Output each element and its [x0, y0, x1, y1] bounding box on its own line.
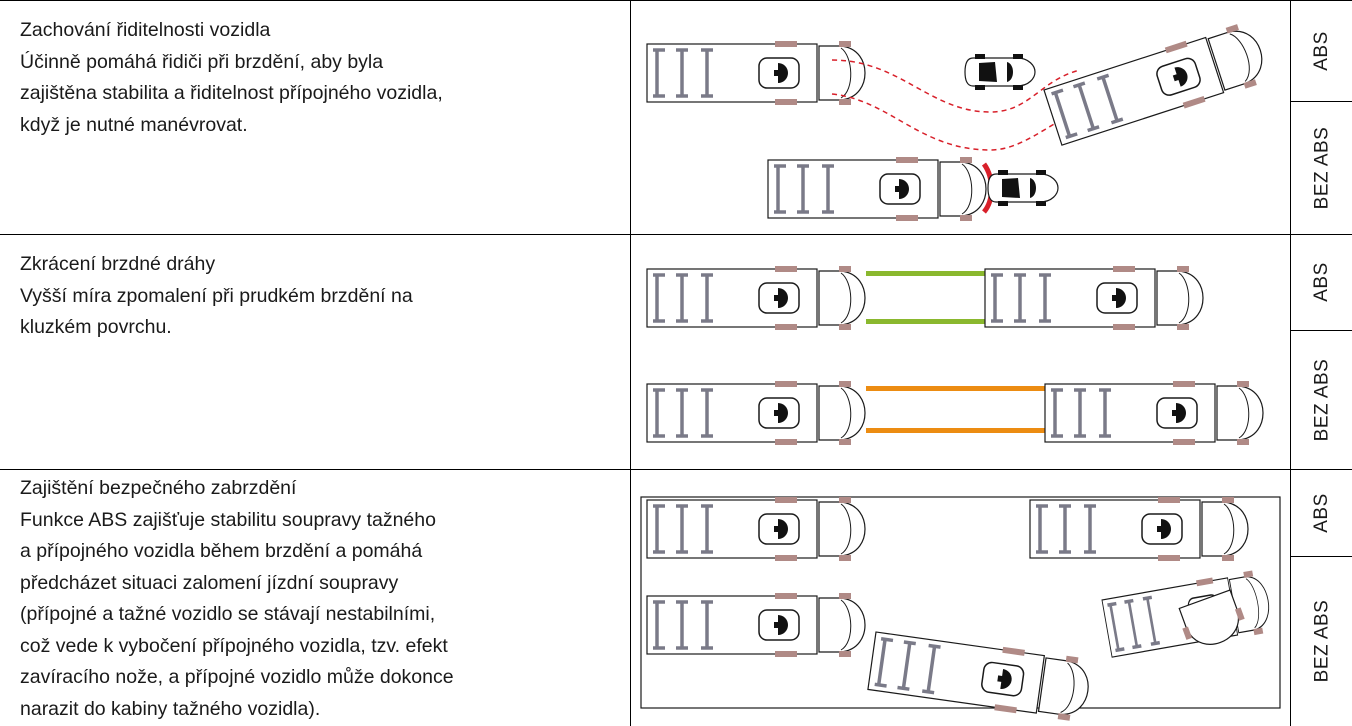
- row-3-text: Zajištění bezpečného zabrzdění Funkce AB…: [20, 473, 620, 725]
- row-3-body-line: Funkce ABS zajišťuje stabilitu soupravy …: [20, 508, 436, 531]
- row-1-title: Zachování řiditelnosti vozidla: [20, 19, 271, 41]
- row-3-body-line: a přípojného vozidla během brzdění a pom…: [20, 540, 423, 562]
- row-2-title: Zkrácení brzdné dráhy: [20, 253, 216, 275]
- row-3-body-line: předcházet situaci zalomení jízdní soupr…: [20, 571, 399, 594]
- row-1-body-line: když je nutné manévrovat.: [20, 113, 248, 136]
- truck-abs-start: [645, 39, 867, 107]
- row-3-body-line: (přípojné a tažné vozidlo se stávají nes…: [20, 603, 436, 625]
- truck-abs-row-3-start: [645, 495, 867, 563]
- abs-path-upper: [831, 59, 1081, 113]
- row-2-text: Zkrácení brzdné dráhy Vyšší míra zpomale…: [20, 249, 620, 344]
- row-3-frame: [640, 496, 1281, 709]
- cab-jackknifed: [1178, 589, 1245, 645]
- row-1-text: Zachování řiditelnosti vozidla Účinně po…: [20, 15, 620, 141]
- label-divider-3: [1290, 556, 1352, 557]
- label-divider-2: [1290, 330, 1352, 331]
- column-divider-text: [630, 0, 631, 726]
- row-3-body-line: zavíracího nože, a přípojné vozidlo může…: [20, 666, 454, 688]
- truck-no-abs-row-3-jackknife-1: [865, 627, 1095, 725]
- braking-distance-no-abs-top: [866, 386, 1046, 391]
- truck-abs-start-row-2: [645, 264, 867, 332]
- row-1-body-line: zajištěna stabilita a řiditelnost přípoj…: [20, 82, 443, 104]
- truck-no-abs-stop-row-2: [1043, 379, 1265, 447]
- braking-distance-no-abs-bottom: [866, 428, 1046, 433]
- column-divider-label: [1290, 0, 1291, 726]
- truck-no-abs: [766, 155, 988, 223]
- row-1-body-line: Účinně pomáhá řidiči při brzdění, aby by…: [20, 50, 384, 73]
- row-divider-2: [0, 469, 1352, 470]
- car-no-abs: [987, 169, 1059, 207]
- row-2-body-line: Vyšší míra zpomalení při prudkém brzdění…: [20, 284, 413, 307]
- truck-no-abs-row-3-start: [645, 591, 867, 659]
- truck-abs-stop-row-2: [983, 264, 1205, 332]
- braking-distance-abs-bottom: [866, 319, 986, 324]
- row-divider-1: [0, 234, 1352, 235]
- row-3-title: Zajištění bezpečného zabrzdění: [20, 477, 297, 499]
- label-divider-1: [1290, 101, 1352, 102]
- row-3-body-line: narazit do kabiny tažného vozidla).: [20, 697, 321, 720]
- row-2-body-line: kluzkém povrchu.: [20, 316, 172, 338]
- truck-abs-swerved: [1041, 18, 1272, 150]
- truck-no-abs-start-row-2: [645, 379, 867, 447]
- braking-distance-abs-top: [866, 271, 986, 276]
- row-3-body-line: což vede k vybočení přípojného vozidla, …: [20, 634, 448, 657]
- table-border-top: [0, 0, 1352, 1]
- truck-abs-row-3-end: [1028, 495, 1250, 563]
- car-abs: [964, 53, 1036, 91]
